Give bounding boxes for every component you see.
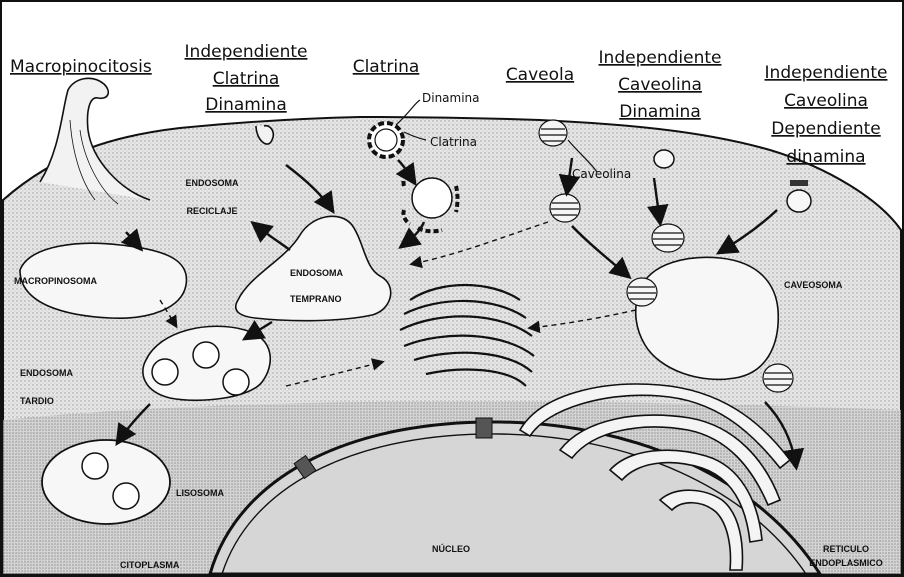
vesicle <box>82 453 108 479</box>
vesicle <box>152 359 178 385</box>
label-caveosoma: CAVEOSOMA <box>784 280 843 290</box>
label-reticulo-line2: ENDOPLASMICO <box>809 558 883 568</box>
header-independiente-clatrina-dinamina-line1: Independiente <box>185 42 308 62</box>
label-endosoma-temprano-line2: TEMPRANO <box>290 294 342 304</box>
header-independiente-caveolina-dependiente-dinamina-line1: Independiente <box>765 63 888 83</box>
header-independiente-caveolina-dinamina-line3: Dinamina <box>619 102 700 122</box>
lisosoma <box>42 440 170 524</box>
label-lisosoma: LISOSOMA <box>176 488 225 498</box>
header-independiente-caveolina-dependiente-dinamina-line3: Dependiente <box>771 119 880 139</box>
header-independiente-clatrina-dinamina-line2: Clatrina <box>213 69 280 89</box>
label-endosoma-tardio-line2: TARDIO <box>20 396 54 406</box>
header-independiente-caveolina-dinamina-line1: Independiente <box>599 48 722 68</box>
callout-clatrina: Clatrina <box>430 135 477 149</box>
label-endosoma-reciclaje-line1: ENDOSOMA <box>185 178 239 188</box>
clathrin-coated-pit <box>369 123 403 157</box>
callout-caveolina: Caveolina <box>572 167 631 181</box>
header-independiente-caveolina-dependiente-dinamina-line4: dinamina <box>786 147 865 167</box>
header-independiente-clatrina-dinamina-line3: Dinamina <box>205 95 286 115</box>
label-endosoma-temprano-line1: ENDOSOMA <box>290 268 344 278</box>
header-clatrina: Clatrina <box>353 57 420 77</box>
label-endosoma-tardio-line1: ENDOSOMA <box>20 368 74 378</box>
vesicle <box>193 342 219 368</box>
header-macropinocitosis: Macropinocitosis <box>10 57 152 77</box>
header-caveola: Caveola <box>506 65 574 85</box>
label-macropinosoma: MACROPINOSOMA <box>14 276 98 286</box>
header-independiente-caveolina-dinamina-line2: Caveolina <box>618 75 702 95</box>
label-nucleo: NÚCLEO <box>432 543 470 554</box>
vesicle <box>113 483 139 509</box>
label-citoplasma: CITOPLASMA <box>120 560 180 570</box>
dynamin-ring <box>790 180 808 186</box>
membrane-pit <box>654 150 674 168</box>
label-reticulo-line1: RETICULO <box>823 544 869 554</box>
label-endosoma-reciclaje-line2: RECICLAJE <box>186 206 237 216</box>
callout-dinamina: Dinamina <box>422 91 480 105</box>
vesicle <box>223 369 249 395</box>
header-independiente-caveolina-dependiente-dinamina-line2: Caveolina <box>784 91 868 111</box>
membrane-pit <box>787 190 811 212</box>
